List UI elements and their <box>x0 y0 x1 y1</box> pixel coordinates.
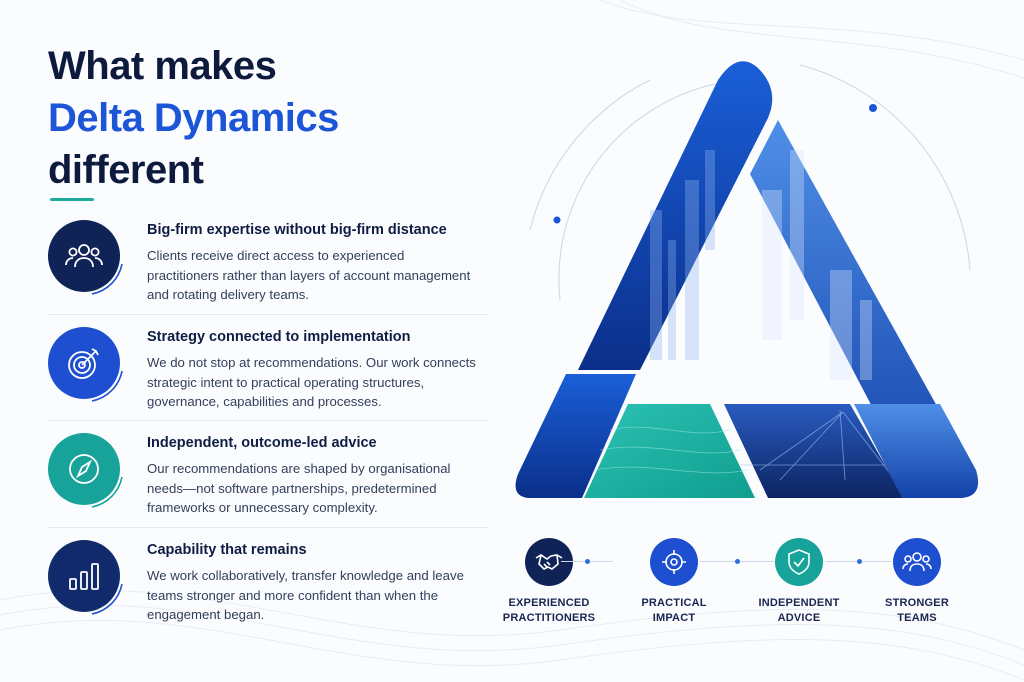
decorative-arc <box>91 583 123 615</box>
delta-right-arm <box>750 120 968 498</box>
orbit-dot <box>869 104 877 112</box>
pillar-label: EXPERIENCED PRACTITIONERS <box>502 597 596 624</box>
pillar-label: PRACTICAL IMPACT <box>641 597 707 624</box>
feature-big-firm-expertise: Big-firm expertise without big-firm dist… <box>48 220 486 326</box>
feature-title: Capability that remains <box>147 542 307 558</box>
pillar-icon-badge <box>893 538 941 586</box>
feature-icon-badge <box>48 540 126 618</box>
delta-logo-illustration <box>500 40 1000 520</box>
title-line-2-brand: Delta Dynamics <box>48 96 339 140</box>
pillar-connector <box>826 559 892 564</box>
feature-independent-advice: Independent, outcome-led advice Our reco… <box>48 433 486 539</box>
decorative-arc <box>91 263 123 295</box>
orbit-dot <box>553 216 561 224</box>
delta-bottom-right-edge <box>854 404 979 498</box>
people-icon <box>65 244 103 268</box>
title-line-1: What makes <box>48 44 277 88</box>
page-title: What makes Delta Dynamics different <box>48 40 339 196</box>
decorative-arc <box>91 370 123 402</box>
feature-icon-badge <box>48 327 126 405</box>
feature-description: We do not stop at recommendations. Our w… <box>147 355 476 410</box>
feature-description: Clients receive direct access to experie… <box>147 248 471 303</box>
feature-icon-badge <box>48 433 126 511</box>
feature-description: We work collaboratively, transfer knowle… <box>147 568 464 623</box>
decorative-arc <box>91 476 123 508</box>
pillar-stronger-teams: STRONGER TEAMS <box>861 538 973 626</box>
team-icon <box>902 552 932 572</box>
compass-icon <box>69 454 99 484</box>
feature-title: Independent, outcome-led advice <box>147 435 377 451</box>
delta-bottom-right-block <box>724 404 904 498</box>
feature-icon-badge <box>48 220 126 298</box>
bar-chart-icon <box>69 563 99 590</box>
feature-strategy-implementation: Strategy connected to implementation We … <box>48 327 486 433</box>
pillar-icon-badge <box>525 538 573 586</box>
divider <box>48 527 488 528</box>
delta-bottom-left-block <box>515 374 636 498</box>
delta-left-arm <box>578 61 773 370</box>
pillar-icon-badge <box>775 538 823 586</box>
shield-check-icon <box>788 549 810 575</box>
pillar-practical-impact: PRACTICAL IMPACT <box>618 538 730 626</box>
target-icon <box>68 348 99 379</box>
handshake-icon <box>535 554 563 570</box>
divider <box>48 420 488 421</box>
pillar-connector <box>561 559 613 564</box>
pillar-label: STRONGER TEAMS <box>885 597 949 624</box>
delta-triangle-graphic <box>515 61 979 498</box>
feature-description: Our recommendations are shaped by organi… <box>147 461 451 516</box>
feature-title: Strategy connected to implementation <box>147 329 411 345</box>
crosshair-icon <box>662 550 686 574</box>
title-underline <box>50 198 94 201</box>
feature-capability-remains: Capability that remains We work collabor… <box>48 540 486 646</box>
divider <box>48 314 488 315</box>
feature-title: Big-firm expertise without big-firm dist… <box>147 222 447 238</box>
pillar-icon-badge <box>650 538 698 586</box>
pillar-independent-advice: INDEPENDENT ADVICE <box>743 538 855 626</box>
title-line-3: different <box>48 148 204 192</box>
pillar-experienced-practitioners: EXPERIENCED PRACTITIONERS <box>493 538 605 626</box>
pillar-connector <box>700 559 774 564</box>
pillar-label: INDEPENDENT ADVICE <box>758 597 840 624</box>
